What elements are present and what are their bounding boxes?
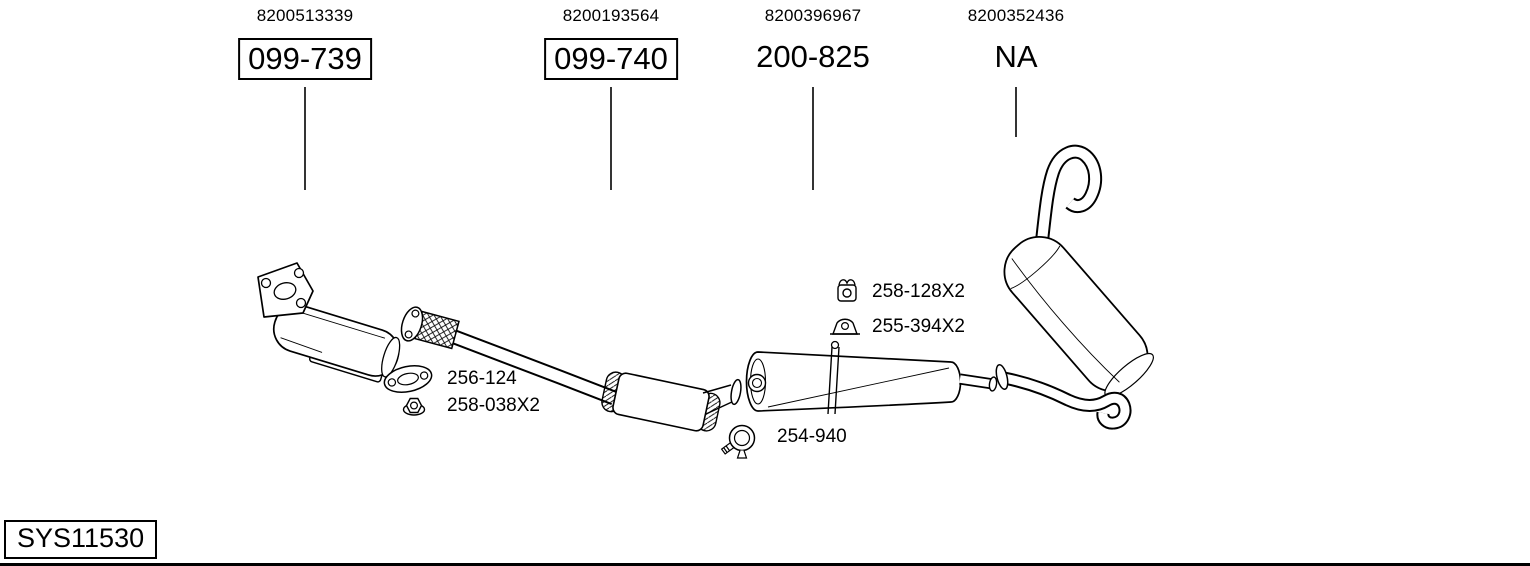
oem-number: 8200193564 <box>562 6 660 25</box>
part-label-mount: 255-394X2 <box>872 316 965 337</box>
centre-muffler-drawing <box>745 340 998 415</box>
part-column-1: 8200513339 099-739 <box>238 6 372 80</box>
part-label-gasket: 256-124 <box>447 368 517 389</box>
system-id-box: SYS11530 <box>4 520 158 559</box>
part-column-2: 8200193564 099-740 <box>544 6 678 80</box>
gasket-icon <box>383 365 433 393</box>
part-label-nut: 258-038X2 <box>447 395 540 416</box>
part-number: 200-825 <box>756 39 870 74</box>
part-number-box: 099-740 <box>544 38 678 80</box>
centre-pipe-catalytic-converter-drawing <box>400 306 742 432</box>
rubber-hanger-icon <box>837 279 857 302</box>
bottom-border <box>0 563 1530 566</box>
part-column-3: 8200396967 200-825 <box>748 6 878 76</box>
part-number: NA <box>994 39 1038 74</box>
oem-number: 8200396967 <box>764 6 862 25</box>
part-column-4: 8200352436 NA <box>968 6 1065 76</box>
part-label-hanger: 258-128X2 <box>872 281 965 302</box>
rear-muffler-drawing <box>995 144 1154 430</box>
nut-icon <box>402 397 426 416</box>
system-id: SYS11530 <box>17 523 145 553</box>
front-pipe-catalytic-converter-drawing <box>257 262 401 383</box>
oem-number: 8200352436 <box>967 6 1065 25</box>
leader-lines <box>304 87 1017 190</box>
pipe-clamp-icon <box>720 424 756 459</box>
rubber-mount-icon <box>830 318 860 335</box>
part-label-clamp: 254-940 <box>777 426 847 447</box>
oem-number: 8200513339 <box>256 6 354 25</box>
part-number-box: 099-739 <box>238 38 372 80</box>
